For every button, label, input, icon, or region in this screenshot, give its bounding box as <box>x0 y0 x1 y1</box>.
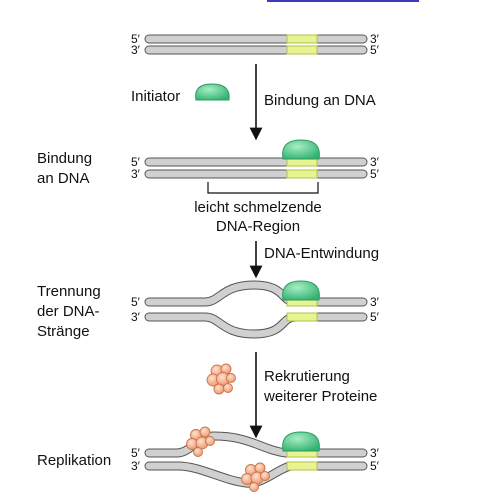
recruited-protein-icon <box>186 426 215 457</box>
strand2-3prime-label: 3′ <box>131 43 141 57</box>
top-edge-bar <box>267 0 419 2</box>
dna-strand-bottom-fill <box>145 313 367 338</box>
stage-initial-dna: 5′ 3′ 3′ 5′ <box>131 32 380 57</box>
strand2-5prime-label: 5′ <box>370 43 380 57</box>
stage-initiator-bound: 5′ 3′ 3′ 5′ <box>131 139 380 181</box>
initiator-protein-icon <box>195 83 230 101</box>
initiator-label: Initiator <box>131 88 180 105</box>
melting-region-label-line2: DNA-Region <box>216 218 300 235</box>
dna-strand-top <box>144 34 368 44</box>
replication-stage-label: Replikation <box>37 452 111 469</box>
strand1-3prime-label: 3′ <box>370 295 380 309</box>
binding-stage-label-line2: an DNA <box>37 170 90 187</box>
strand1-3prime-label: 3′ <box>370 446 380 460</box>
initiator-protein-icon <box>282 280 320 301</box>
initiator-protein-icon <box>282 139 320 160</box>
strand1-3prime-label: 3′ <box>370 155 380 169</box>
binding-step-label: Bindung an DNA <box>264 92 376 109</box>
strand2-5prime-label: 5′ <box>370 167 380 181</box>
recruited-protein-icon <box>206 363 236 395</box>
stage-strand-separation: 5′ 3′ 3′ 5′ <box>131 280 380 339</box>
strand1-5prime-label: 5′ <box>131 446 141 460</box>
dna-strand-top-fill <box>145 432 367 457</box>
recruitment-label-line2: weiterer Proteine <box>263 388 377 405</box>
strand2-5prime-label: 5′ <box>370 459 380 473</box>
melting-region-top <box>286 34 318 44</box>
strand2-3prime-label: 3′ <box>131 167 141 181</box>
stage-replication: 5′ 3′ 3′ 5′ <box>131 426 380 492</box>
strand1-3prime-label: 3′ <box>370 32 380 46</box>
melting-region-bottom <box>286 312 318 322</box>
separation-stage-label-line3: Stränge <box>37 323 90 340</box>
separation-stage-label-line2: der DNA- <box>37 303 100 320</box>
dna-strand-bottom <box>144 45 368 55</box>
separation-stage-label-line1: Trennung <box>37 283 101 300</box>
unwinding-step-label: DNA-Entwindung <box>264 245 379 262</box>
strand1-5prime-label: 5′ <box>131 155 141 169</box>
strand2-5prime-label: 5′ <box>370 310 380 324</box>
recruitment-label-line1: Rekrutierung <box>264 368 350 385</box>
melting-region-bottom <box>286 169 318 179</box>
dna-strand-top <box>144 157 368 167</box>
initiator-protein-icon <box>282 431 320 452</box>
melting-region-label-line1: leicht schmelzende <box>194 199 322 216</box>
strand2-3prime-label: 3′ <box>131 310 141 324</box>
strand1-5prime-label: 5′ <box>131 32 141 46</box>
binding-stage-label-line1: Bindung <box>37 150 92 167</box>
melting-region-bracket <box>207 182 319 194</box>
strand1-5prime-label: 5′ <box>131 295 141 309</box>
recruited-protein-icon <box>241 462 270 492</box>
melting-region-bottom <box>286 461 318 471</box>
dna-strand-bottom <box>144 169 368 179</box>
dna-strand-top-fill <box>145 281 367 306</box>
melting-region-bottom <box>286 45 318 55</box>
strand2-3prime-label: 3′ <box>131 459 141 473</box>
